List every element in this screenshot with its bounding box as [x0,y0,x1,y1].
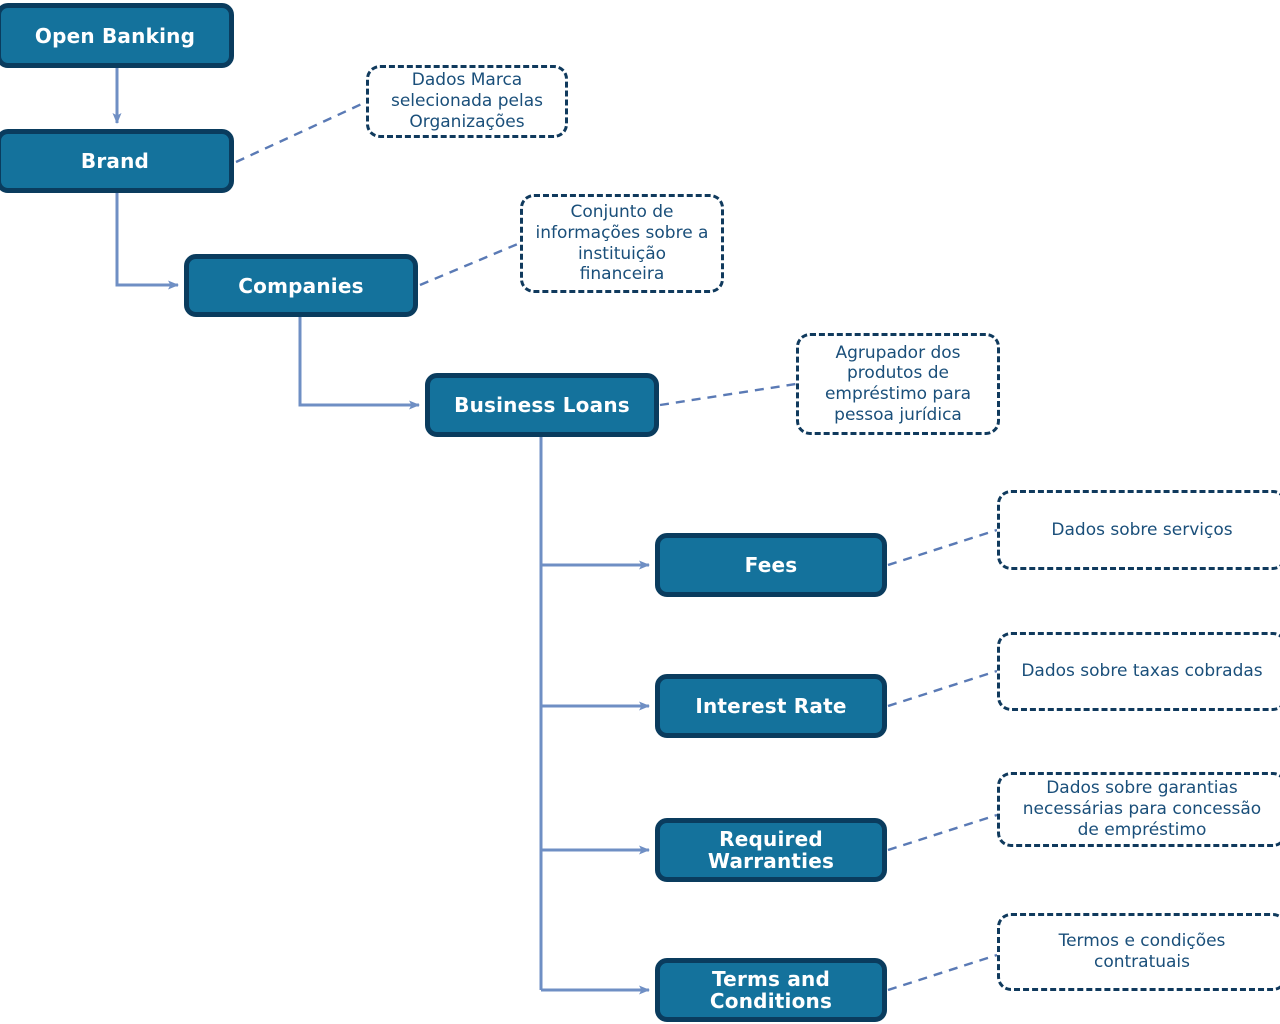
node-open-banking[interactable]: Open Banking [0,3,234,68]
edge-terms-to-note [887,953,998,992]
note-interest-rate: Dados sobre taxas cobradas [997,632,1280,711]
note-fees-text: Dados sobre serviços [1051,519,1233,540]
node-companies[interactable]: Companies [184,254,418,317]
node-fees-label: Fees [744,553,798,577]
edge-fees-to-note [887,528,998,567]
node-business-loans[interactable]: Business Loans [425,373,659,437]
note-fees: Dados sobre serviços [997,490,1280,570]
node-companies-label: Companies [238,273,364,298]
node-open-banking-label: Open Banking [34,23,196,48]
edge-companies-to-business-loans [298,317,420,410]
edge-companies-to-note [419,241,521,287]
node-brand[interactable]: Brand [0,129,234,193]
edge-brand-to-companies [115,192,179,290]
note-required-warranties: Dados sobre garantias necessárias para c… [997,772,1280,847]
note-companies-text: Conjunto de informações sobre a institui… [535,202,709,285]
note-brand: Dados Marca selecionada pelas Organizaçõ… [366,65,568,138]
node-required-warranties-label: Required Warranties [707,827,835,873]
note-terms-text: Termos e condições contratuais [1058,931,1226,972]
note-business-loans-text: Agrupador dos produtos de empréstimo par… [824,342,972,425]
node-interest-rate-label: Interest Rate [695,694,847,718]
node-terms-and-conditions-label: Terms and Conditions [709,967,833,1013]
note-required-warranties-text: Dados sobre garantias necessárias para c… [1022,778,1262,840]
node-interest-rate[interactable]: Interest Rate [655,674,887,738]
edge-business-loans-to-note [659,382,797,407]
note-companies: Conjunto de informações sobre a institui… [520,194,724,293]
edge-interest-rate-to-note [887,669,998,708]
node-fees[interactable]: Fees [655,533,887,597]
note-business-loans: Agrupador dos produtos de empréstimo par… [796,333,1000,435]
node-business-loans-label: Business Loans [454,393,630,417]
node-terms-and-conditions[interactable]: Terms and Conditions [655,958,887,1022]
note-terms: Termos e condições contratuais [997,913,1280,991]
note-brand-text: Dados Marca selecionada pelas Organizaçõ… [390,70,544,132]
note-interest-rate-text: Dados sobre taxas cobradas [1021,661,1263,682]
edge-required-warranties-to-note [887,813,998,852]
node-brand-label: Brand [80,149,150,173]
node-required-warranties[interactable]: Required Warranties [655,818,887,882]
edge-brand-to-note [235,100,367,164]
